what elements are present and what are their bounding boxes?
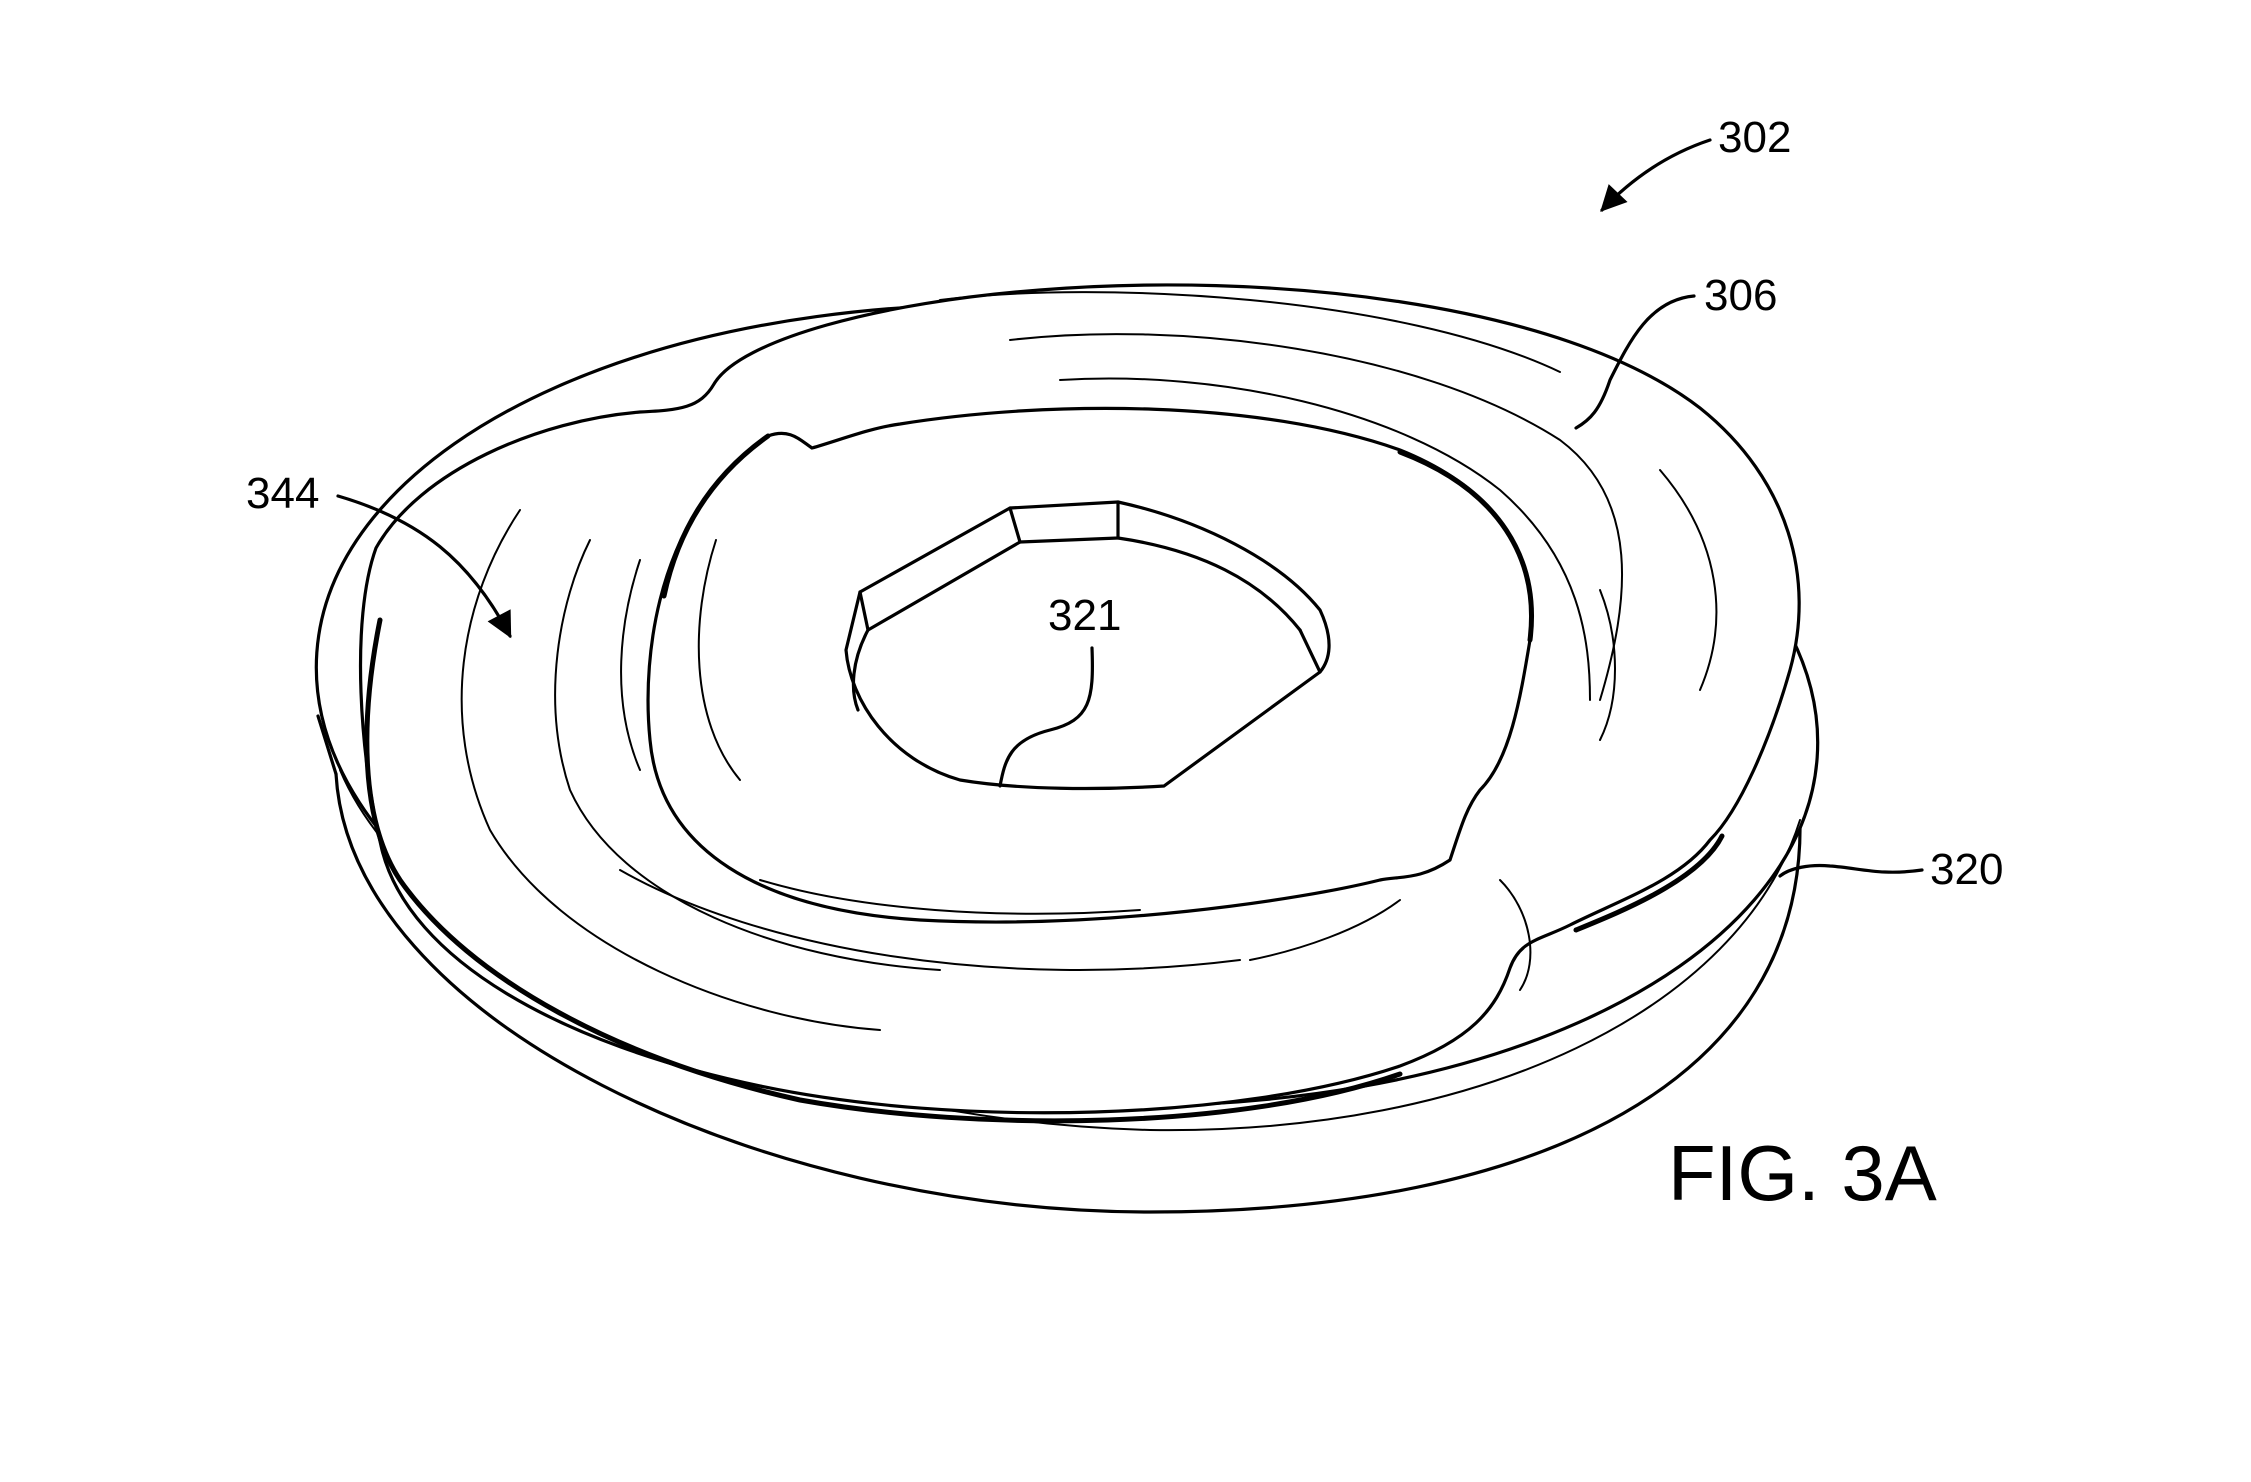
ring-ridge-back-1 (939, 291, 1561, 373)
ring-ridge-notch-right (1499, 879, 1532, 991)
leader-320 (1778, 863, 1924, 878)
center-hole-right-wall-lip (1298, 628, 1322, 674)
ring-ridge-left-1 (460, 509, 881, 1031)
base-disc-bottom-edge (334, 772, 1802, 1214)
leader-302 (1600, 138, 1712, 212)
ring-ridge-back-3 (1059, 377, 1591, 701)
ring-ridge-right-1 (1659, 469, 1718, 691)
leader-lines (336, 138, 1924, 878)
leader-321 (998, 646, 1094, 788)
ref-label-321: 321 (1048, 591, 1121, 640)
recess-groove-1 (697, 539, 741, 781)
raised-ring-front-shadow (364, 617, 1403, 1124)
center-hole-flat-top-left (1008, 506, 1022, 544)
ring-ridge-left-3 (620, 559, 641, 771)
ring-ridge-left-2 (554, 539, 941, 971)
ring-ridge-back-2 (1009, 333, 1624, 701)
ring-ridge-right-2 (1599, 589, 1616, 741)
ref-label-302: 302 (1718, 113, 1791, 162)
figure-caption: FIG. 3A (1668, 1129, 1937, 1217)
ring-ridge-front-1 (619, 869, 1241, 971)
inner-recess-shadow (661, 433, 771, 599)
inner-recess-shadow-right (1397, 449, 1534, 643)
center-hole-flat-left-base (851, 628, 870, 712)
raised-ring-right-shadow (1573, 833, 1725, 933)
ref-label-306: 306 (1704, 271, 1777, 320)
base-disc-left-side (316, 714, 338, 776)
ring-ridge-front-2 (1249, 899, 1401, 961)
ref-label-344: 344 (246, 469, 319, 518)
center-hole (844, 500, 1331, 791)
ref-label-320: 320 (1930, 845, 2003, 894)
leader-344 (336, 494, 512, 639)
recess-groove-2 (759, 879, 1141, 915)
center-hole-right-wall (1116, 536, 1302, 632)
leader-306 (1574, 294, 1696, 430)
